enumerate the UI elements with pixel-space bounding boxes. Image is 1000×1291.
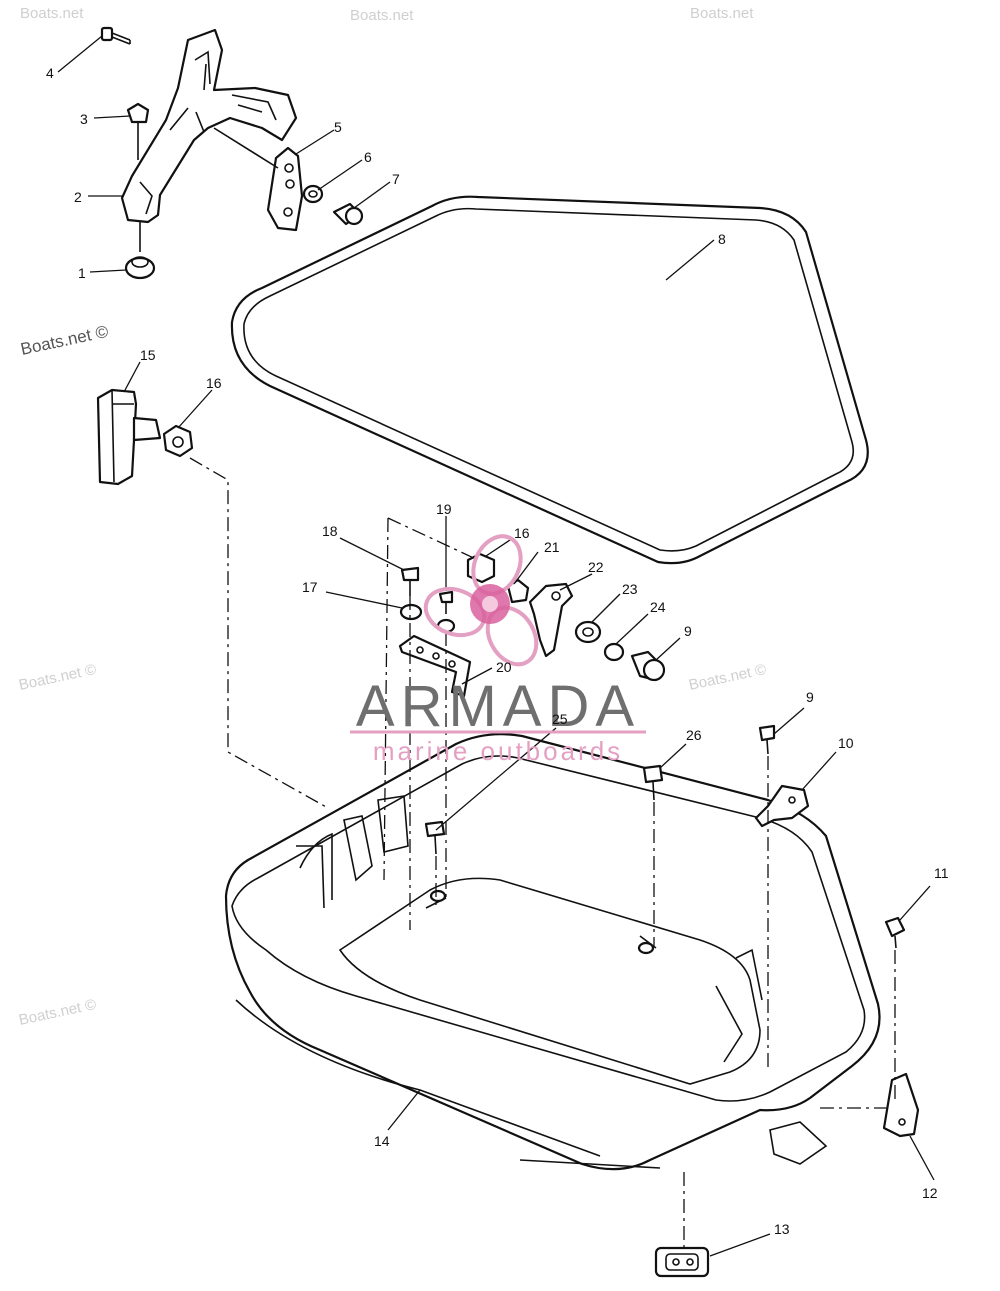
watermark-text: Boats.net ©: [19, 322, 111, 359]
watermark-text: Boats.net ©: [17, 661, 97, 694]
part-11-screw: [884, 916, 906, 949]
part-2-bracket: [120, 28, 298, 224]
part-14-lower-cowl: [224, 733, 881, 1171]
logo-tagline: marine outboards: [373, 736, 623, 766]
callout-14: 14: [374, 1133, 390, 1149]
logo-wordmark: ARMADA: [356, 674, 640, 739]
callout-15: 15: [140, 347, 156, 363]
callout-26: 26: [686, 727, 702, 743]
leader-lines: [57, 35, 935, 1257]
part-15-latch: [96, 388, 162, 486]
callout-23: 23: [622, 581, 638, 597]
callout-22: 22: [588, 559, 604, 575]
callout-17: 17: [302, 579, 318, 595]
callout-9: 9: [806, 689, 814, 705]
callout-8: 8: [718, 231, 726, 247]
part-4-screw: [100, 26, 131, 45]
part-25-screw: [424, 820, 446, 855]
callout-1: 1: [78, 265, 86, 281]
part-1-grommet: [124, 222, 156, 280]
center-hardware: [398, 552, 666, 698]
callout-labels: 4 3 2 1 5 6 7 8 15 16 18 19 16 21 22 23 …: [46, 65, 949, 1237]
callout-7: 7: [392, 171, 400, 187]
callout-4: 4: [46, 65, 54, 81]
part-12-bracket: [882, 1072, 920, 1138]
armada-logo: ARMADA marine outboards: [350, 534, 646, 766]
part-3-nut: [126, 102, 150, 160]
callout-2: 2: [74, 189, 82, 205]
callout-9: 9: [684, 623, 692, 639]
callout-11: 11: [934, 865, 949, 881]
callout-6: 6: [364, 149, 372, 165]
part-7-bolt: [332, 202, 364, 226]
callout-3: 3: [80, 111, 88, 127]
part-16-nut: [162, 424, 194, 458]
callout-24: 24: [650, 599, 666, 615]
part-13-grommet: [654, 1246, 710, 1278]
callout-19: 19: [436, 501, 452, 517]
part-10-clip: [754, 784, 810, 828]
callout-25: 25: [552, 711, 568, 727]
part-8-cowl-seal: [230, 195, 869, 565]
alignment-lines: [189, 457, 896, 1248]
watermark-text: Boats.net: [20, 5, 84, 22]
part-6-washer: [302, 184, 324, 204]
part-26-screw: [642, 764, 664, 801]
callout-20: 20: [496, 659, 512, 675]
callout-12: 12: [922, 1185, 938, 1201]
propeller-icon: [423, 534, 539, 667]
callout-13: 13: [774, 1221, 790, 1237]
watermark-text: Boats.net ©: [17, 996, 97, 1029]
watermark-text: Boats.net: [690, 5, 754, 22]
callout-16: 16: [206, 375, 222, 391]
bracket-assembly: [100, 26, 364, 280]
watermark-text: Boats.net ©: [687, 661, 767, 694]
callout-5: 5: [334, 119, 342, 135]
part-5-plate: [213, 127, 304, 232]
callout-21: 21: [544, 539, 560, 555]
watermark-text: Boats.net: [350, 7, 414, 24]
callout-10: 10: [838, 735, 854, 751]
callout-16: 16: [514, 525, 530, 541]
callout-18: 18: [322, 523, 338, 539]
part-9-screw: [758, 724, 776, 755]
